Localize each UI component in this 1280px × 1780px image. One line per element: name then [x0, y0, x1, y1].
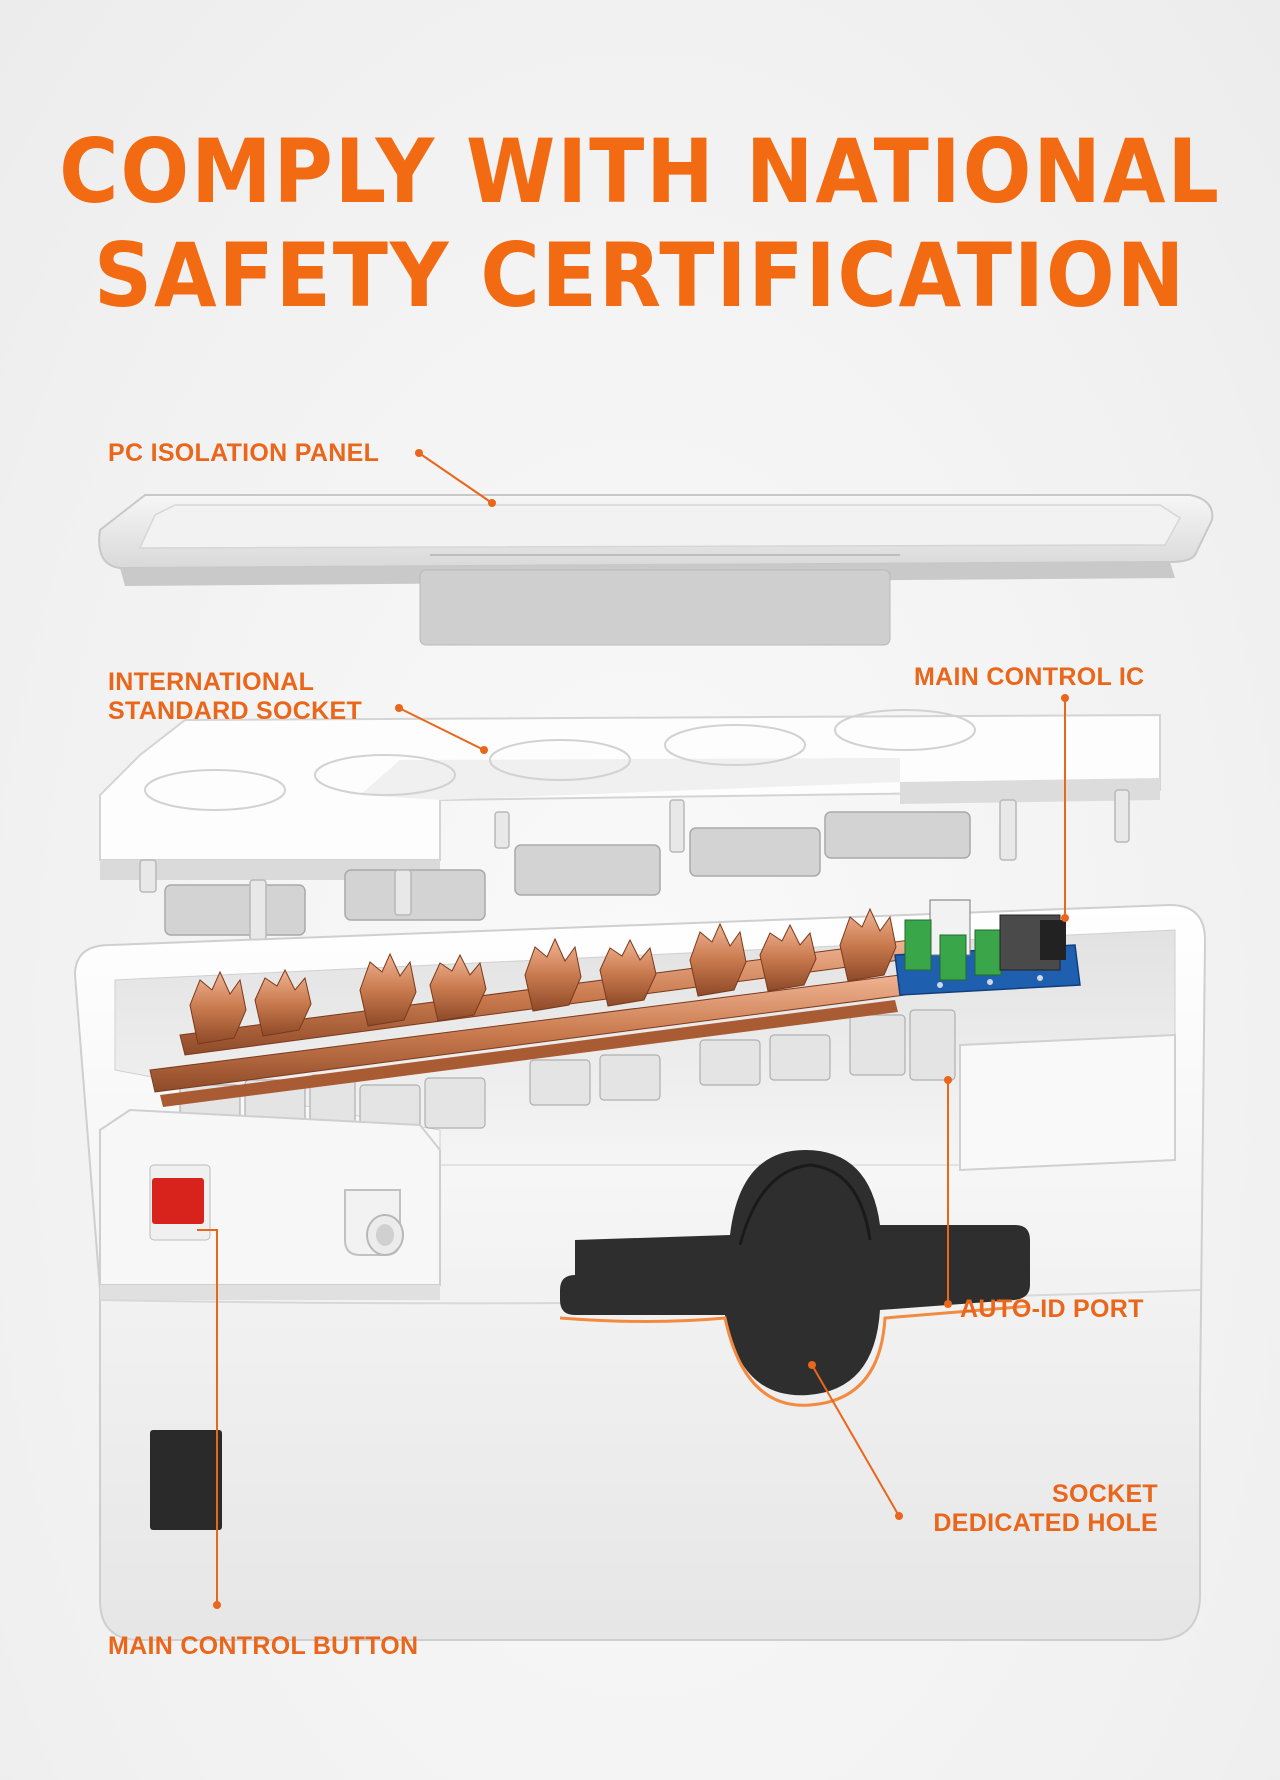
callout-main-control-ic: MAIN CONTROL IC — [914, 663, 1145, 691]
international-standard-socket — [99, 709, 1161, 941]
callout-leaders — [197, 452, 1066, 1605]
callout-socket-line-1: SOCKET — [1052, 1480, 1158, 1508]
socket-dedicated-hole — [559, 1150, 1031, 1407]
callout-international-line-1: INTERNATIONAL — [108, 668, 315, 696]
cable-slot-icon — [150, 1430, 222, 1530]
callout-main-control-button: MAIN CONTROL BUTTON — [108, 1632, 419, 1660]
callout-international-line-2: STANDARD SOCKET — [108, 697, 363, 725]
page-title: COMPLY WITH NATIONAL SAFETY CERTIFICATIO… — [51, 120, 1229, 328]
red-switch-icon — [152, 1178, 204, 1224]
callout-socket-line-2: DEDICATED HOLE — [933, 1509, 1158, 1537]
cable-box-body — [73, 903, 1207, 1641]
callout-dots — [213, 449, 1069, 1609]
callout-international-standard-socket: INTERNATIONAL STANDARD SOCKET — [108, 668, 362, 726]
headline-line-2: SAFETY CERTIFICATION — [93, 224, 1187, 327]
copper-contact-clips — [189, 907, 897, 1045]
callout-socket-dedicated-hole: SOCKET DEDICATED HOLE — [880, 1480, 1158, 1538]
pc-isolation-panel — [98, 494, 1214, 646]
callout-pc-isolation-panel: PC ISOLATION PANEL — [108, 439, 380, 467]
main-control-ic-board — [894, 899, 1081, 996]
headline-line-1: COMPLY WITH NATIONAL — [59, 120, 1221, 223]
callout-auto-id-port: AUTO-ID PORT — [960, 1295, 1144, 1323]
